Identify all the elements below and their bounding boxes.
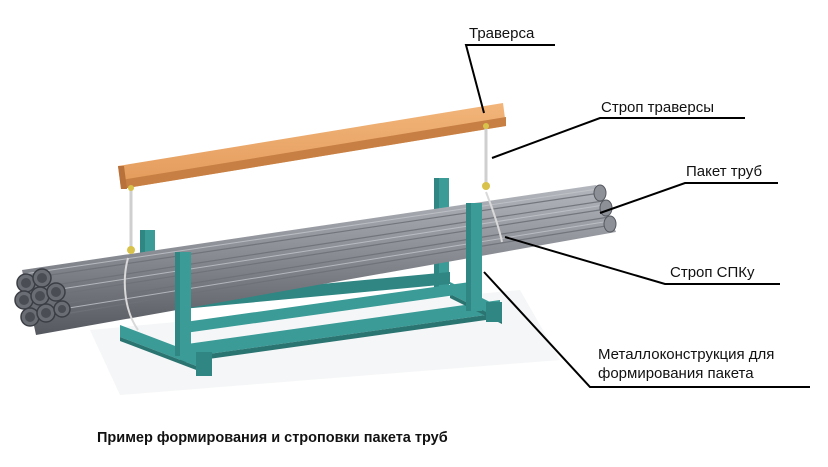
label-frame-line1: Металлоконструкция для: [598, 346, 775, 363]
label-spk-sling: Строп СПКу: [670, 264, 755, 281]
traverse-beam: [118, 103, 506, 189]
leader-traverse: [464, 44, 555, 114]
leader-traverse-sling: [491, 117, 745, 159]
frame-crossbar-left: [120, 325, 212, 372]
leader-pipe-bundle: [599, 182, 778, 214]
frame-rail-back: [150, 272, 450, 312]
frame-rail-middle: [185, 282, 470, 333]
leader-lines: [464, 44, 810, 388]
leader-frame: [483, 271, 810, 388]
label-traverse: Траверса: [469, 25, 535, 42]
figure-caption: Пример формирования и строповки пакета т…: [97, 430, 448, 446]
hooks: [127, 123, 490, 254]
frame-front: [120, 203, 502, 376]
leader-spk-sling: [504, 236, 780, 285]
frame-rail-front: [180, 300, 500, 358]
traverse-slings: [129, 126, 488, 250]
spk-slings: [123, 191, 503, 331]
label-pipe-bundle: Пакет труб: [686, 163, 763, 180]
label-traverse-sling: Строп траверсы: [601, 99, 714, 116]
label-frame-line2: формирования пакета: [598, 365, 754, 382]
